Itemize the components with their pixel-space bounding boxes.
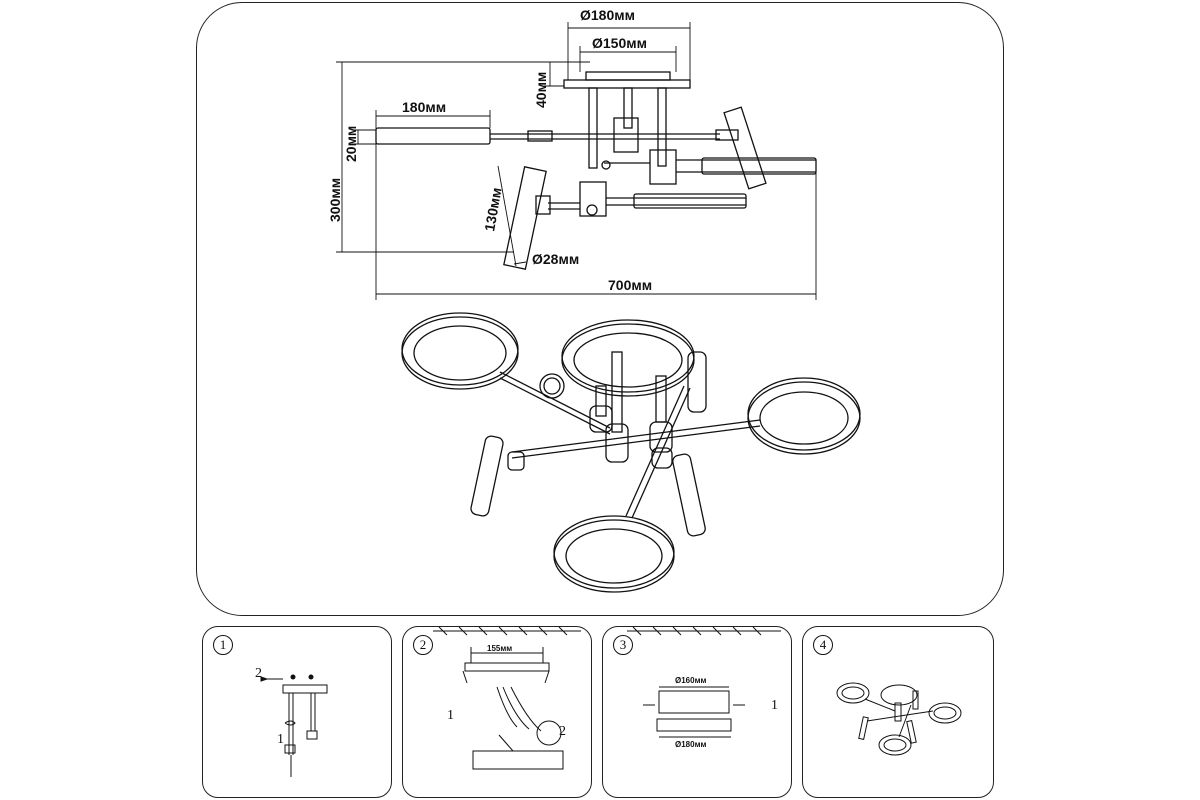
step-panel-4: 4 xyxy=(802,626,994,798)
dim-total-height: 300мм xyxy=(327,178,343,222)
ring-back xyxy=(561,323,695,397)
canopy-plate xyxy=(563,79,691,89)
step2-label-1: 1 xyxy=(447,708,454,723)
step-number: 1 xyxy=(213,635,233,655)
step-panel-1: 1 2 1 xyxy=(202,626,392,798)
dim-arm-diameter: 20мм xyxy=(343,126,359,162)
step-number: 2 xyxy=(413,635,433,655)
dim-spot-diameter: Ø28мм xyxy=(532,251,579,267)
main-diagram-panel xyxy=(196,2,1004,616)
step1-illustration: 2 1 xyxy=(255,666,328,777)
ring-right xyxy=(747,381,861,455)
dim-canopy-height: 40мм xyxy=(533,72,549,108)
dim-canopy-inner: Ø150мм xyxy=(592,35,647,51)
arm-tube-left xyxy=(375,127,491,145)
step-panel-3: 3 Ø160мм Ø180мм 1 xyxy=(602,626,792,798)
canopy-cup xyxy=(585,71,671,81)
spot-perspective-left xyxy=(470,435,504,517)
chandelier-perspective xyxy=(401,312,861,593)
dim-total-width: 700мм xyxy=(608,277,652,293)
arm-tube-lower xyxy=(633,193,747,209)
step3-mount-box xyxy=(658,690,730,714)
step-panel-2: 2 155мм 1 2 xyxy=(402,626,592,798)
ring-front xyxy=(553,519,675,593)
dim-spot-length: 130мм xyxy=(481,186,504,232)
step2-label-2: 2 xyxy=(559,724,566,739)
step4-illustration xyxy=(836,682,962,756)
joint-box xyxy=(613,117,639,153)
ring-left xyxy=(401,316,519,390)
step3-inner-diameter: Ø160мм xyxy=(675,676,706,685)
arm-tube-right xyxy=(701,157,817,175)
spot-left-lower xyxy=(503,166,547,270)
spot-perspective-front xyxy=(672,453,706,537)
dim-canopy-outer: Ø180мм xyxy=(580,7,635,23)
step1-label-1: 1 xyxy=(277,732,284,747)
spot-perspective-back xyxy=(687,351,707,413)
step3-illustration: Ø160мм Ø180мм 1 xyxy=(627,626,781,749)
step2-illustration: 155мм 1 2 xyxy=(433,626,581,770)
step-number: 3 xyxy=(613,635,633,655)
spot-right-upper xyxy=(723,106,767,190)
step3-outer-diameter: Ø180мм xyxy=(675,740,706,749)
technical-drawing: Ø180мм Ø150мм 40мм 180мм 20мм 300мм 130м… xyxy=(327,7,861,593)
step1-label-2: 2 xyxy=(255,666,262,681)
step-number: 4 xyxy=(813,635,833,655)
step2-mount-spacing: 155мм xyxy=(487,644,512,653)
dim-arm-length: 180мм xyxy=(402,99,446,115)
step3-label-1: 1 xyxy=(771,698,778,713)
